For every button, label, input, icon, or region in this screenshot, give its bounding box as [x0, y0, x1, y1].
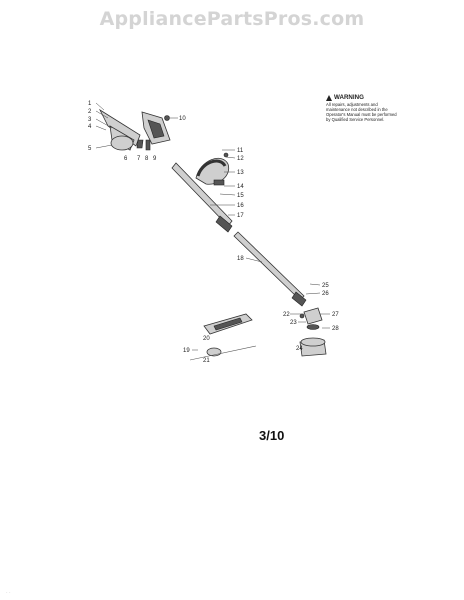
callout-19: 19: [183, 348, 190, 354]
engine-housing-assembly: [99, 108, 171, 151]
watermark: AppliancePartsPros.com: [99, 8, 365, 30]
callout-12: 12: [237, 156, 244, 162]
callout-24: 24: [296, 346, 303, 352]
callout-11: 11: [237, 148, 244, 154]
callout-17: 17: [237, 213, 244, 219]
callout-13: 13: [237, 170, 244, 176]
callout-27: 27: [332, 312, 339, 318]
trimmer-head-assembly: [299, 307, 327, 357]
callout-15: 15: [237, 193, 244, 199]
callout-22: 22: [283, 312, 290, 318]
warning-title: WARNING: [334, 94, 364, 101]
callout-26: 26: [322, 291, 329, 297]
callout-9: 9: [153, 156, 157, 162]
callout-25: 25: [322, 283, 329, 289]
corner-mark: · ·: [6, 590, 11, 596]
callout-18: 18: [237, 256, 244, 262]
callout-7: 7: [137, 156, 141, 162]
callout-5: 5: [88, 146, 92, 152]
callout-1: 1: [88, 101, 92, 107]
callout-21: 21: [203, 358, 210, 364]
loop-handle: [195, 152, 230, 186]
callout-20: 20: [203, 336, 210, 342]
callout-6: 6: [124, 156, 128, 162]
callout-10: 10: [179, 116, 186, 122]
warning-title-row: WARNING: [326, 94, 398, 101]
page-number: 3/10: [259, 428, 285, 443]
debris-shield: [189, 313, 257, 361]
callout-23: 23: [290, 320, 297, 326]
callout-16: 16: [237, 203, 244, 209]
callout-4: 4: [88, 124, 92, 130]
callout-8: 8: [145, 156, 149, 162]
callout-2: 2: [88, 109, 92, 115]
callout-28: 28: [332, 326, 339, 332]
warning-notice: WARNING All repairs, adjustments and mai…: [326, 94, 398, 122]
leader-lines: [95, 102, 330, 351]
upper-shaft: [171, 162, 233, 233]
warning-triangle-icon: [326, 94, 332, 101]
callout-14: 14: [237, 184, 244, 190]
callout-3: 3: [88, 117, 92, 123]
lower-shaft: [233, 231, 307, 307]
warning-body: All repairs, adjustments and maintenance…: [326, 102, 397, 122]
callout-labels: 1 2 3 4 5 6 7 8 9 10 11 12 13 14 15 16 1…: [88, 101, 339, 364]
